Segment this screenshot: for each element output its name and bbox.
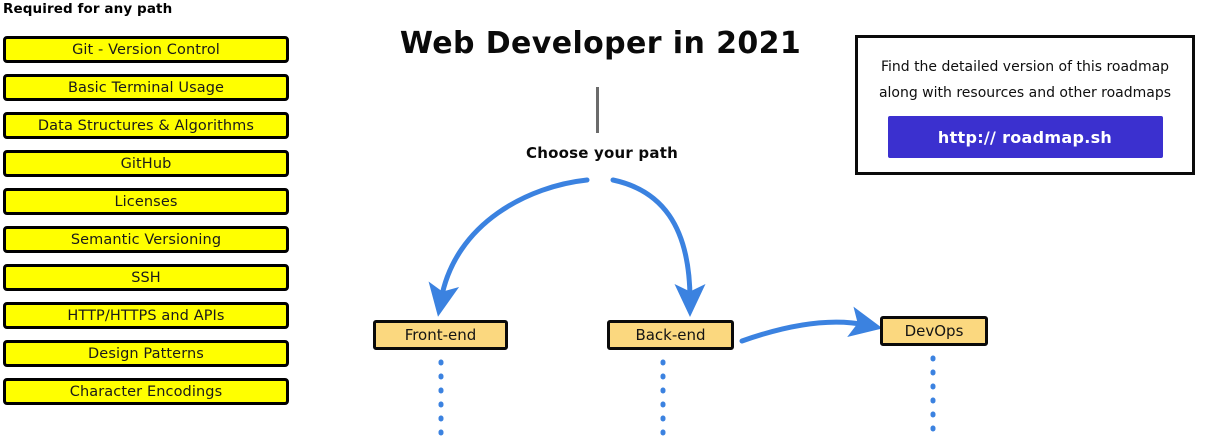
path-box-label: DevOps [904,322,964,340]
required-topic-label: GitHub [120,155,172,172]
required-topic-item[interactable]: Git - Version Control [3,36,289,63]
required-topic-label: Basic Terminal Usage [67,79,225,96]
path-box-frontend[interactable]: Front-end [373,320,508,350]
arrow-to-frontend [428,177,590,317]
required-topic-item[interactable]: GitHub [3,150,289,177]
required-topic-label: HTTP/HTTPS and APIs [67,307,225,324]
required-topic-label: Character Encodings [69,383,223,400]
roadmap-link-label: http:// roadmap.sh [937,127,1113,147]
arrow-to-backend [610,177,706,317]
required-topic-label: Design Patterns [88,345,204,362]
required-topic-label: Licenses [114,193,178,210]
path-box-backend[interactable]: Back-end [607,320,734,350]
path-box-label: Back-end [635,326,706,344]
required-topic-item[interactable]: Character Encodings [3,378,289,405]
required-topic-item[interactable]: Data Structures & Algorithms [3,112,289,139]
required-topic-label: Semantic Versioning [70,231,222,248]
roadmap-link-button[interactable]: http:// roadmap.sh [887,116,1163,158]
required-topic-item[interactable]: Licenses [3,188,289,215]
required-topic-item[interactable]: Basic Terminal Usage [3,74,289,101]
required-topic-label: SSH [131,269,161,286]
arrow-backend-to-devops [739,306,883,344]
required-topic-item[interactable]: Semantic Versioning [3,226,289,253]
page-title: Web Developer in 2021 [0,26,1207,61]
page-title-text: Web Developer in 2021 [399,26,802,61]
info-card-line-2: along with resources and other roadmaps [878,85,1172,101]
required-topic-item[interactable]: HTTP/HTTPS and APIs [3,302,289,329]
choose-your-path-label: Choose your path [526,144,678,162]
path-box-devops[interactable]: DevOps [880,316,988,346]
required-topics-list: Git - Version Control Basic Terminal Usa… [3,36,289,416]
required-topic-item[interactable]: SSH [3,264,289,291]
title-connector-line [596,87,599,133]
required-topic-label: Data Structures & Algorithms [37,117,255,134]
required-topic-item[interactable]: Design Patterns [3,340,289,367]
required-section-header: Required for any path [3,1,173,17]
info-card: Find the detailed version of this roadma… [855,35,1195,175]
required-topic-label: Git - Version Control [72,41,220,58]
info-card-text: Find the detailed version of this roadma… [875,54,1175,106]
path-box-label: Front-end [404,326,477,344]
info-card-line-1: Find the detailed version of this roadma… [880,59,1170,75]
